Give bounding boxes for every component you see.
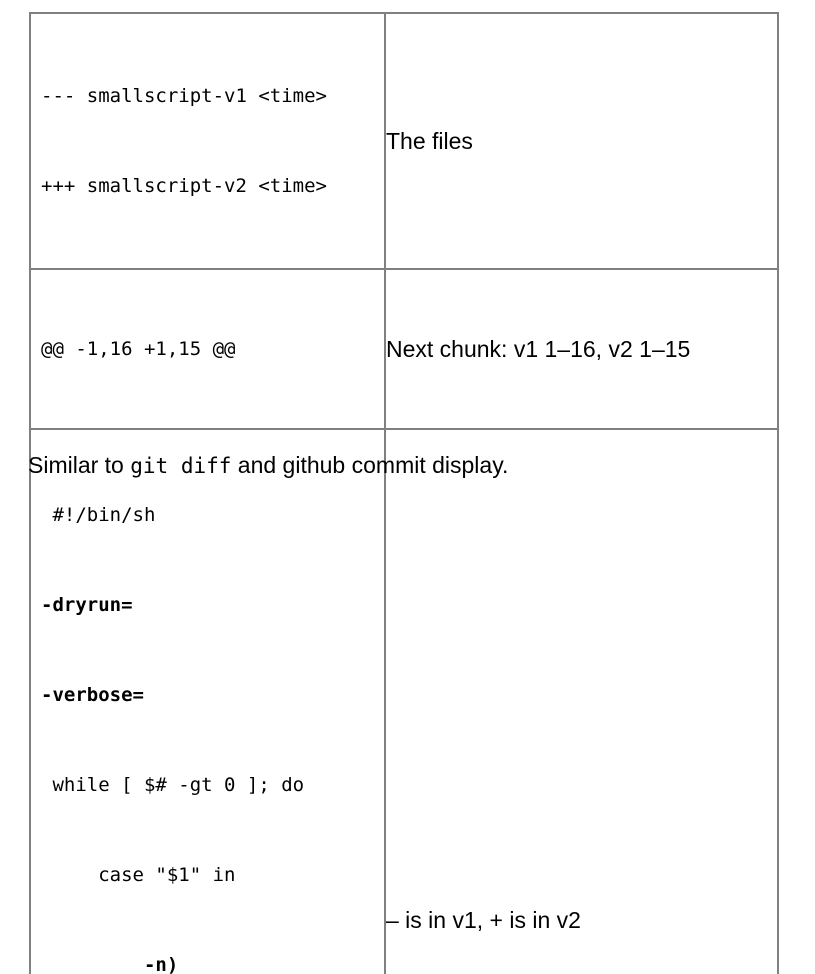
diff-line-old-file: --- smallscript-v1 <time> bbox=[41, 85, 327, 107]
diff-line-shebang: #!/bin/sh bbox=[41, 504, 156, 526]
file-header-row: --- smallscript-v1 <time> +++ smallscrip… bbox=[29, 12, 779, 270]
diff-line-new-file: +++ smallscript-v2 <time> bbox=[41, 175, 327, 197]
hunk-header-row: @@ -1,16 +1,15 @@ Next chunk: v1 1–16, v… bbox=[29, 268, 779, 430]
diff-line-hunk-range: @@ -1,16 +1,15 @@ bbox=[41, 338, 236, 360]
hunk-header-note-cell: Next chunk: v1 1–16, v2 1–15 bbox=[384, 268, 779, 430]
diff-line-while: while [ $# -gt 0 ]; do bbox=[41, 774, 305, 796]
diff-body-note-cell: – is in v1, + is in v2 bbox=[384, 428, 779, 974]
diff-line-case: case "$1" in bbox=[41, 864, 236, 886]
caption-text-before: Similar to bbox=[28, 452, 131, 478]
diff-body-row: #!/bin/sh -dryrun= -verbose= while [ $# … bbox=[29, 428, 779, 974]
diff-body-cell: #!/bin/sh -dryrun= -verbose= while [ $# … bbox=[29, 428, 386, 974]
diff-line-pattern-n: -n) bbox=[41, 954, 179, 974]
caption: Similar to git diff and github commit di… bbox=[28, 450, 508, 481]
diff-explanation-table: --- smallscript-v1 <time> +++ smallscrip… bbox=[29, 12, 779, 974]
caption-text-after: and github commit display. bbox=[231, 452, 509, 478]
hunk-header-diff-cell: @@ -1,16 +1,15 @@ bbox=[29, 268, 386, 430]
diff-line-removed-verbose: -verbose= bbox=[41, 684, 144, 706]
file-header-diff-cell: --- smallscript-v1 <time> +++ smallscrip… bbox=[29, 12, 386, 270]
file-header-note-cell: The files bbox=[384, 12, 779, 270]
diff-line-removed-dryrun: -dryrun= bbox=[41, 594, 133, 616]
caption-code-git-diff: git diff bbox=[130, 454, 232, 478]
